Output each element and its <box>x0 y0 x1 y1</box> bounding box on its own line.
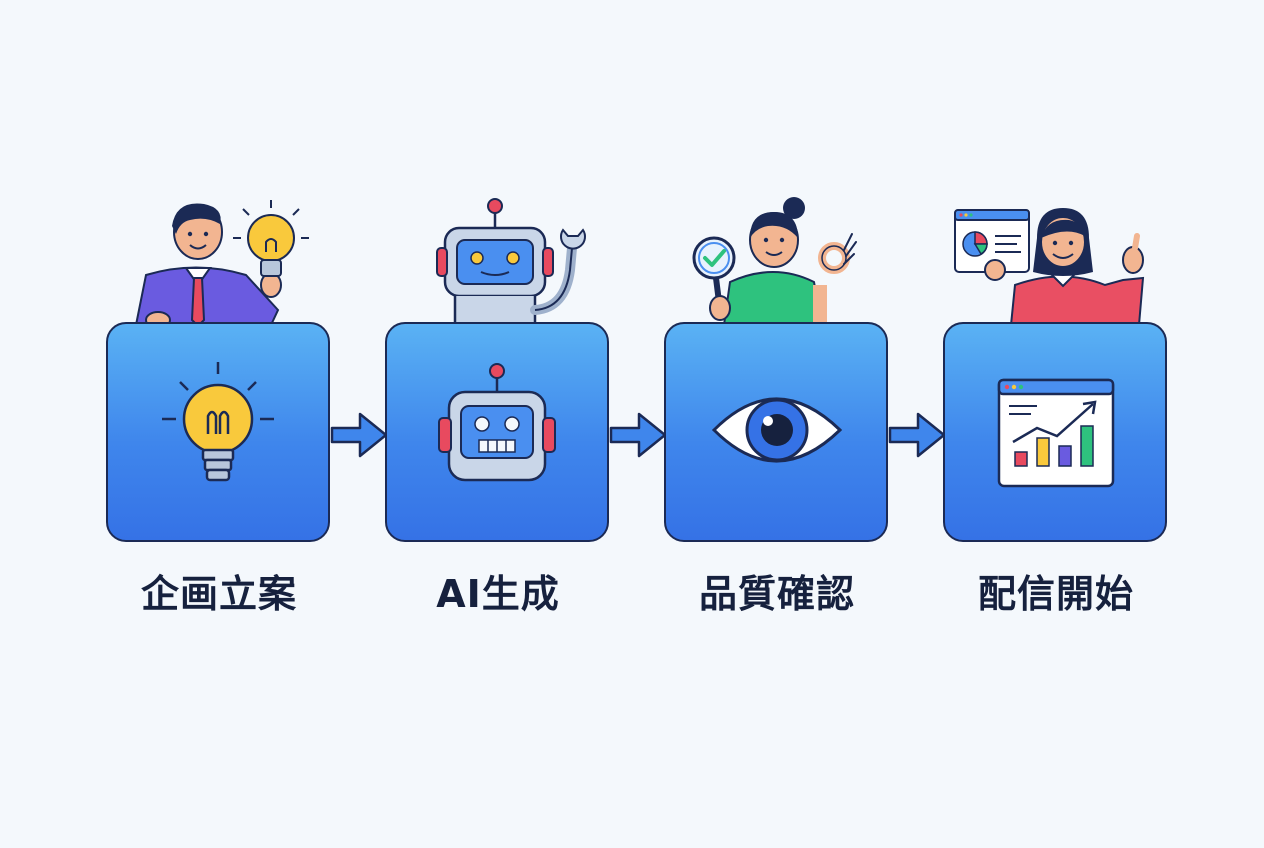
arrow-right-icon <box>609 412 667 458</box>
step-label: AI生成 <box>436 572 560 616</box>
woman-presenting-illustration <box>954 208 1145 326</box>
step-label: 品質確認 <box>698 572 855 616</box>
step-label: 企画立案 <box>140 572 297 616</box>
step-distribution-start: 配信開始 <box>943 190 1169 616</box>
businessman-with-lightbulb-illustration <box>134 200 309 329</box>
lightbulb-icon <box>162 362 274 482</box>
step-card <box>943 322 1167 542</box>
chart-window-icon <box>997 378 1115 488</box>
step-quality-check: 品質確認 <box>664 190 890 616</box>
step-planning: 企画立案 <box>106 190 332 616</box>
step-ai-generation: AI生成 <box>385 190 611 616</box>
step-card <box>385 322 609 542</box>
arrow-right-icon <box>330 412 388 458</box>
step-label: 配信開始 <box>977 572 1134 616</box>
eye-icon <box>711 397 843 463</box>
step-card <box>106 322 330 542</box>
woman-with-magnifier-illustration <box>692 197 857 326</box>
robot-with-wrench-illustration <box>436 198 586 332</box>
robot-icon <box>438 363 556 482</box>
arrow-right-icon <box>888 412 946 458</box>
step-card <box>664 322 888 542</box>
